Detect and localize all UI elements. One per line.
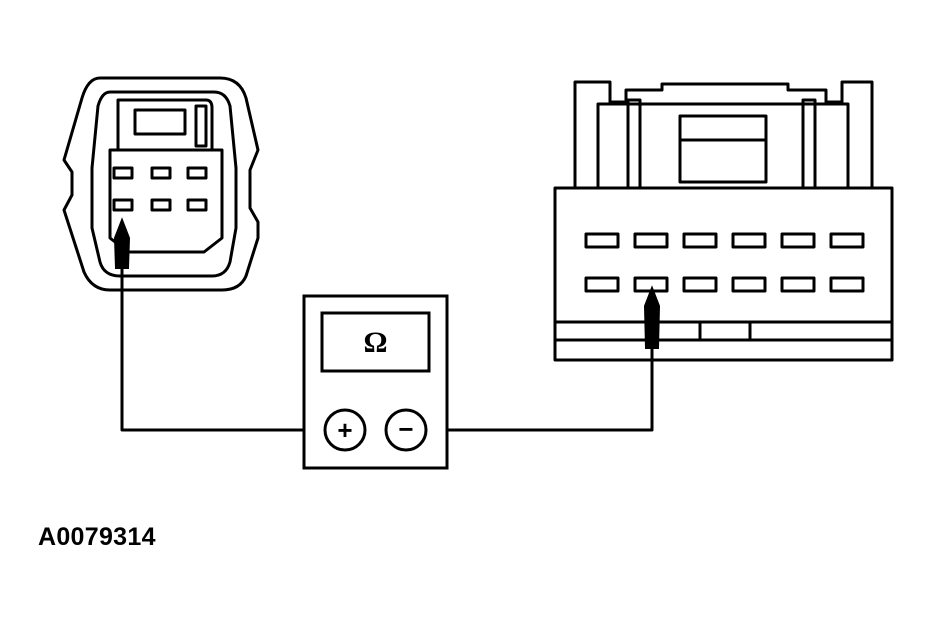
test-leads — [120, 266, 654, 432]
positive-terminal — [323, 408, 367, 452]
left-connector-latch-tab — [133, 108, 187, 136]
left-connector-pin-4 — [112, 198, 134, 212]
ohmmeter: Ω + − — [302, 294, 449, 470]
right-connector-right-latch — [801, 98, 817, 190]
left-connector-pin-3 — [186, 166, 208, 180]
right-connector-pin-b4 — [731, 276, 767, 293]
right-connector-pin-a5 — [780, 232, 816, 249]
negative-test-lead — [426, 346, 654, 432]
ohmmeter-display — [320, 311, 431, 373]
left-connector — [62, 76, 260, 292]
right-connector-pin-a6 — [829, 232, 865, 249]
negative-probe-tip — [643, 285, 661, 349]
ohmmeter-display-symbol: Ω — [363, 326, 387, 359]
right-connector-pin-a4 — [731, 232, 767, 249]
right-connector-pin-b6 — [829, 276, 865, 293]
left-connector-pin-1 — [112, 166, 134, 180]
left-connector-inner-housing — [90, 90, 238, 278]
right-connector-pin-b1 — [584, 276, 620, 293]
negative-terminal — [384, 408, 428, 452]
left-connector-pin-block — [108, 148, 224, 254]
test-probes — [113, 217, 661, 349]
left-connector-pin-6 — [186, 198, 208, 212]
right-connector-left-latch — [626, 98, 642, 190]
positive-probe-tip — [113, 217, 131, 269]
right-connector-top-housing — [573, 80, 874, 188]
right-connector-pin-a3 — [682, 232, 718, 249]
positive-terminal-symbol: + — [337, 415, 352, 445]
left-connector-pin-2 — [150, 166, 172, 180]
right-connector-pin-b5 — [780, 276, 816, 293]
left-connector-latch-frame — [116, 98, 214, 152]
right-connector-pin-b3 — [682, 276, 718, 293]
right-connector-center-lock — [678, 114, 768, 184]
left-connector-outer-housing — [62, 76, 260, 292]
right-connector-body — [553, 186, 894, 362]
right-connector-pin-a1 — [584, 232, 620, 249]
negative-terminal-symbol: − — [398, 414, 413, 444]
left-connector-pin-5 — [150, 198, 172, 212]
right-connector-inner-housing — [596, 102, 850, 188]
right-connector — [553, 80, 894, 362]
right-connector-pin-a2 — [633, 232, 669, 249]
positive-test-lead — [120, 266, 325, 432]
left-connector-latch-post — [194, 104, 208, 148]
figure-id: A0079314 — [38, 523, 156, 551]
